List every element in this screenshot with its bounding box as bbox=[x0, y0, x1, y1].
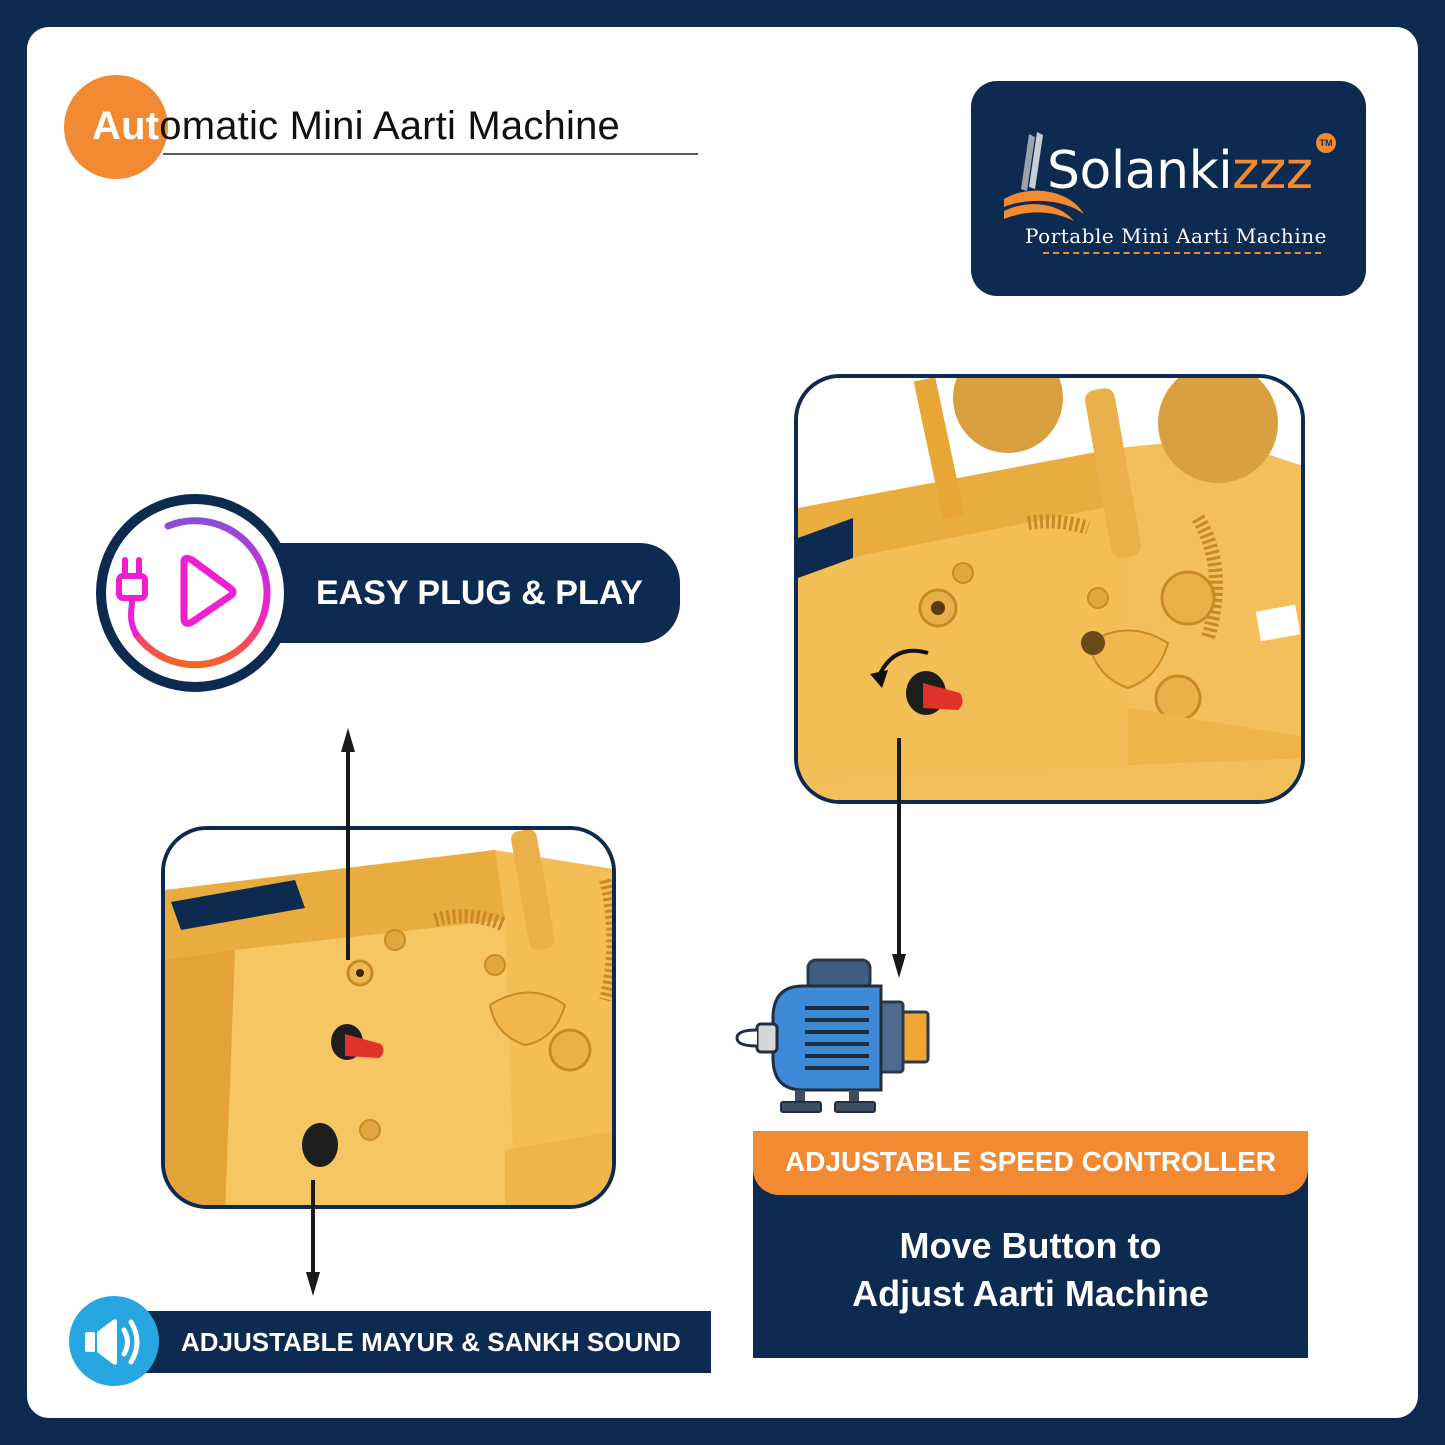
plug-play-icon bbox=[116, 517, 271, 669]
speaker-icon bbox=[85, 1319, 140, 1365]
brand-logo: Solankizzz TM Portable Mini Aarti Machin… bbox=[971, 81, 1366, 296]
sound-arrow-line bbox=[311, 1180, 315, 1275]
page-title: Automatic Mini Aarti Machine bbox=[92, 104, 620, 149]
machine-front-illustration bbox=[165, 830, 612, 1205]
speed-controller-header bbox=[753, 1131, 1308, 1195]
sound-knob-photo bbox=[161, 826, 616, 1209]
machine-closeup-illustration bbox=[798, 378, 1301, 800]
speaker-badge bbox=[69, 1296, 159, 1386]
speed-knob-photo bbox=[794, 374, 1305, 804]
device-logo-plate bbox=[171, 880, 305, 930]
plug-play-badge bbox=[96, 494, 294, 692]
speed-description-line-1: Move Button to bbox=[899, 1225, 1162, 1266]
sound-label: ADJUSTABLE MAYUR & SANKH SOUND bbox=[181, 1327, 681, 1357]
trademark-badge: TM bbox=[1316, 133, 1336, 153]
title-accent-circle bbox=[64, 75, 168, 179]
speed-description-line-2: Adjust Aarti Machine bbox=[852, 1273, 1209, 1314]
arrow-down-icon bbox=[892, 954, 906, 978]
sound-banner bbox=[140, 1311, 711, 1373]
brand-accent: zzz bbox=[1232, 141, 1313, 201]
arrow-down-icon bbox=[306, 1272, 320, 1296]
brand-tagline: Portable Mini Aarti Machine bbox=[1025, 224, 1327, 248]
title-underline bbox=[163, 153, 698, 155]
speed-arrow-line bbox=[897, 738, 901, 956]
motor-icon bbox=[733, 958, 933, 1123]
plug-arrow-line bbox=[346, 750, 350, 960]
swoosh-icon bbox=[1004, 132, 1084, 221]
arrow-up-icon bbox=[341, 728, 355, 752]
plug-play-banner bbox=[250, 543, 680, 643]
speed-controller-heading: ADJUSTABLE SPEED CONTROLLER bbox=[784, 1146, 1277, 1177]
plug-play-label: EASY PLUG & PLAY bbox=[316, 574, 643, 612]
tagline-dashed-underline bbox=[1043, 252, 1321, 254]
title-highlight: Aut bbox=[92, 104, 160, 148]
title-rest: omatic Mini Aarti Machine bbox=[159, 104, 620, 148]
speed-controller-description: Move Button to Adjust Aarti Machine bbox=[753, 1222, 1308, 1318]
brand-name: Solankizzz bbox=[1047, 141, 1313, 201]
brand-primary: Solanki bbox=[1047, 141, 1233, 201]
